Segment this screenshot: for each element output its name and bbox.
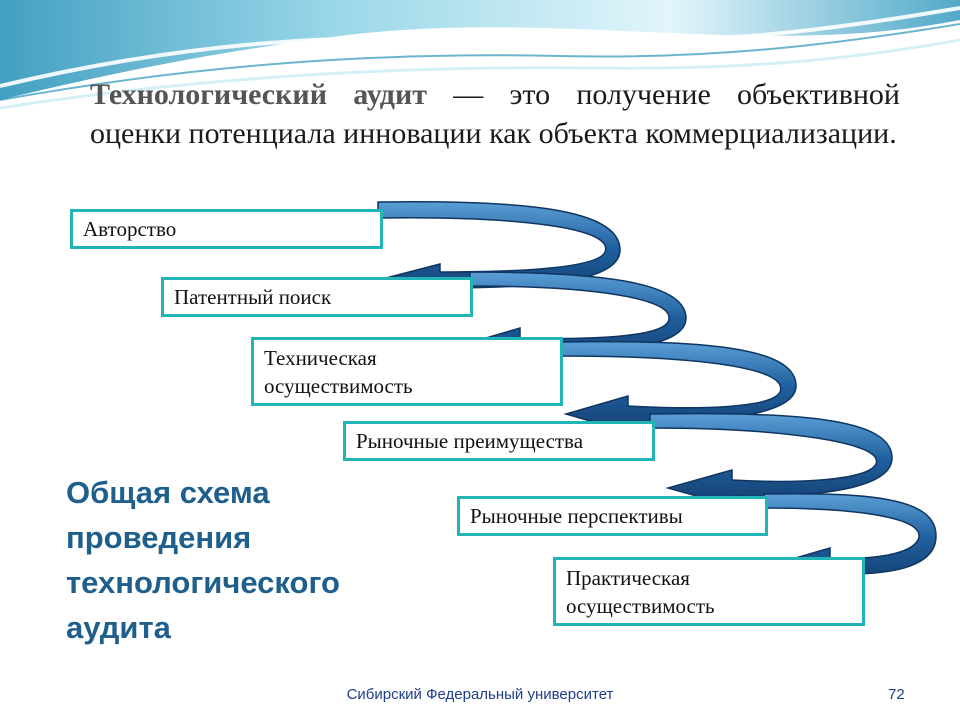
step-label: Практическая осуществимость — [566, 565, 715, 618]
step-box-patent-search: Патентный поиск — [161, 277, 473, 317]
page-number: 72 — [888, 686, 905, 703]
step-box-technical-feasibility: Техническая осуществимость — [251, 337, 563, 406]
footer-university: Сибирский Федеральный университет — [346, 686, 614, 703]
schema-caption: Общая схема проведения технологического … — [66, 475, 340, 645]
step-box-practical-feasibility: Практическая осуществимость — [553, 557, 865, 626]
step-box-authorship: Авторство — [70, 209, 383, 249]
definition-body: — это получение объективной оценки потен… — [90, 78, 900, 150]
step-label: Рыночные преимущества — [356, 429, 584, 453]
curved-arrow-icon — [649, 412, 893, 507]
definition-term: Технологический аудит — [90, 78, 428, 111]
step-box-market-prospects: Рыночные перспективы — [457, 496, 768, 536]
step-label: Техническая осуществимость — [264, 345, 413, 398]
step-box-market-advantages: Рыночные преимущества — [343, 421, 655, 461]
step-label: Авторство — [83, 217, 177, 241]
step-label: Рыночные перспективы — [470, 504, 683, 528]
step-label: Патентный поиск — [174, 285, 332, 309]
definition-text: Технологический аудит — это получение об… — [90, 75, 900, 153]
header-wave-decoration — [0, 0, 960, 110]
